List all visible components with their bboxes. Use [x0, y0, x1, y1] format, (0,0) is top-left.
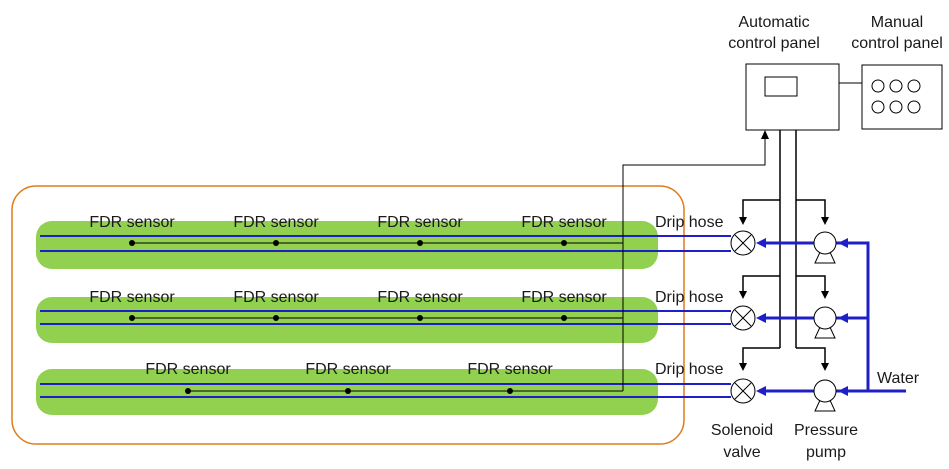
sensor-label: FDR sensor [233, 214, 319, 231]
sensor-label: FDR sensor [377, 289, 463, 306]
drip-hose-label: Drip hose [655, 214, 724, 231]
pump-label-line1: Pressure [794, 422, 858, 439]
sensor-label: FDR sensor [89, 289, 175, 306]
pressure-pump [813, 306, 837, 339]
drip-hose-3 [40, 383, 731, 398]
sensor-dots [129, 240, 567, 394]
automatic-panel-label-line2: control panel [728, 35, 820, 52]
sensor-label: FDR sensor [521, 214, 607, 231]
manual-control-panel [861, 64, 943, 130]
solenoid-valve [730, 305, 756, 331]
solenoid-label-line1: Solenoid [711, 422, 773, 439]
sensor-label: FDR sensor [521, 289, 607, 306]
automatic-panel-label-line1: Automatic [738, 14, 809, 31]
pump-label-line2: pump [806, 444, 846, 461]
field-boundary [11, 185, 685, 445]
manual-panel-label-line1: Manual [871, 14, 923, 31]
solenoid-valve [730, 378, 756, 404]
sensor-labels: FDR sensor FDR sensor FDR sensor FDR sen… [89, 214, 607, 378]
sensor-wires [132, 132, 766, 392]
solenoid-label-line2: valve [723, 444, 760, 461]
sensor-label: FDR sensor [89, 214, 175, 231]
pressure-pump [813, 231, 837, 264]
drip-hose-label: Drip hose [655, 361, 724, 378]
drip-hose-label: Drip hose [655, 289, 724, 306]
sensor-label: FDR sensor [145, 361, 231, 378]
control-arrowheads [739, 217, 829, 371]
drip-hose-2 [40, 310, 731, 325]
drip-hose-1 [40, 235, 731, 252]
automatic-control-panel [745, 63, 840, 131]
sensor-label: FDR sensor [467, 361, 553, 378]
sensor-label: FDR sensor [305, 361, 391, 378]
solenoid-valve [730, 230, 756, 256]
water-arrowheads [756, 238, 848, 396]
sensor-label: FDR sensor [377, 214, 463, 231]
drip-hose-labels: Drip hose Drip hose Drip hose [655, 214, 724, 378]
sensor-label: FDR sensor [233, 289, 319, 306]
wire-arrowhead [761, 130, 769, 139]
water-label: Water [877, 370, 920, 387]
manual-panel-label-line2: control panel [851, 35, 943, 52]
pressure-pump [813, 379, 837, 412]
manual-panel-buttons [871, 79, 921, 114]
panel-screen [764, 76, 798, 97]
planting-bed-2 [36, 297, 658, 343]
planting-bed-1 [36, 221, 658, 269]
control-lines [742, 130, 826, 366]
